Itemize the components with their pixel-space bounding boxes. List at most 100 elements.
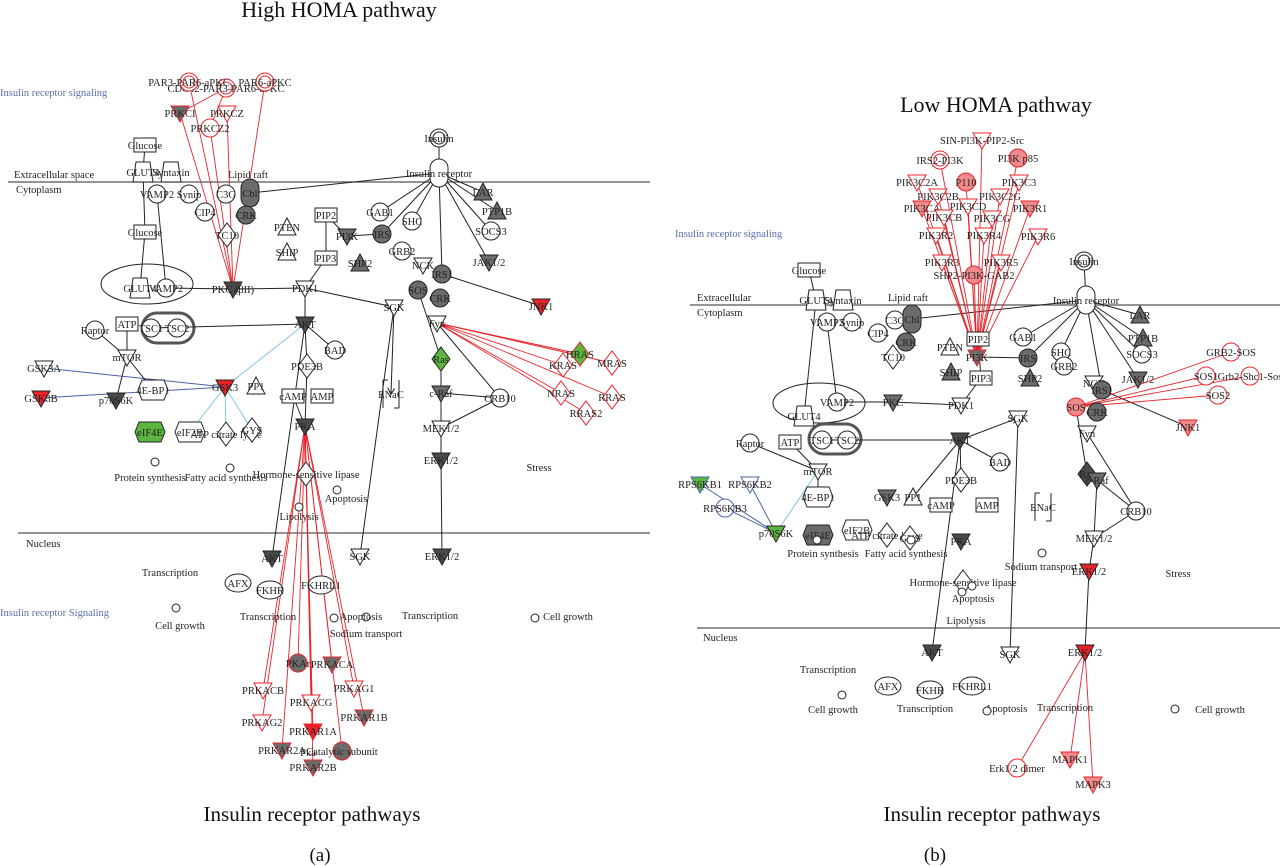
- node-shape: [430, 288, 450, 308]
- panel-a-node-tsc2: TSC2: [165, 318, 189, 338]
- node-label: PIK3R4: [967, 231, 1002, 242]
- panel-b-compartment-lipid-raft: Lipid raft: [888, 293, 928, 304]
- panel-b-edge: [959, 418, 1018, 441]
- node-label: CRK: [235, 211, 257, 222]
- node-shape: [432, 264, 452, 284]
- node-shape: [479, 254, 499, 273]
- panel-a-node-prkar1b: PRKAR1B: [340, 709, 388, 728]
- node-shape: [216, 421, 236, 447]
- panel-b-node-insulin-receptor: Insulin receptor: [1053, 285, 1120, 315]
- panel-a-node-prkaca: PRKACA: [311, 656, 354, 675]
- node-shape-inner: [933, 153, 947, 167]
- node-shape: [958, 198, 978, 217]
- panel-b-edge: [824, 321, 838, 403]
- node-shape: [928, 188, 948, 207]
- panel-a-edge: [438, 459, 446, 557]
- process-endpoint-icon: [982, 706, 992, 716]
- node-shape: [805, 289, 827, 311]
- node-shape: [951, 533, 971, 552]
- node-shape: [297, 353, 317, 379]
- node-shape: [431, 346, 451, 372]
- process-endpoint-icon: [150, 457, 160, 467]
- panel-b-node-pik3r1: PIK3R1: [1013, 200, 1047, 219]
- node-shape: [1132, 344, 1152, 364]
- node-shape: [940, 336, 960, 356]
- node-shape: [200, 118, 220, 138]
- panel-a-node-prkag2: PRKAG2: [242, 714, 283, 733]
- node-shape: [740, 433, 760, 453]
- panel-a-node-pkar: PKAr: [286, 653, 311, 673]
- panel-b-node-pik3r2: PIK3R2: [919, 227, 953, 246]
- node-label: MAPK1: [1052, 755, 1088, 766]
- node-shape: [332, 741, 352, 761]
- panel-a-process-cell-growth: Cell growth: [543, 612, 594, 623]
- panel-a-node-synip: Synip: [177, 184, 201, 204]
- panel-b-node-pik3ca: PIK3CA: [904, 200, 941, 219]
- node-label: AKT: [261, 554, 283, 565]
- panel-b-node-mtor: mTOR: [804, 463, 832, 482]
- node-shape: [85, 320, 105, 340]
- node-label: PIK3R1: [1013, 204, 1047, 215]
- node-shape: [531, 298, 551, 317]
- panel-a-node-glucose: Glucose: [128, 224, 163, 240]
- node-label: Insulin: [424, 134, 454, 145]
- node-shape: [133, 137, 157, 153]
- node-label: PIK3C2B: [917, 192, 958, 203]
- node-label: NRAS: [547, 389, 575, 400]
- panel-b-edge: [1023, 299, 1087, 337]
- panel-b-node-pkc: PKC: [883, 394, 903, 413]
- panel-b-node-mek1-2: MEK1/2: [1076, 530, 1112, 549]
- panel-a-process-apoptosis: Apoptosis: [340, 612, 383, 623]
- node-label: SHIP: [276, 248, 299, 259]
- panel-b-edge: [893, 402, 962, 405]
- panel-b-node-sos: SOS: [1066, 397, 1086, 417]
- node-shape: [236, 205, 256, 225]
- panel-a-edge: [438, 172, 492, 232]
- node-shape: [808, 463, 828, 482]
- node-shape: [1196, 366, 1216, 386]
- node-shape: [1208, 385, 1228, 405]
- node-shape: [1076, 285, 1096, 315]
- panel-b-node-vamp2: VAMP2: [820, 392, 854, 412]
- panel-a-process-transcription: Transcription: [240, 612, 297, 623]
- panel-a-node-amp: AMP: [310, 388, 334, 404]
- node-label: RPS6KB3: [703, 504, 747, 515]
- panel-b-edge: [775, 470, 819, 534]
- panel-a-node-erk1-2: ERK1/2: [424, 452, 458, 471]
- node-shape: [382, 379, 400, 409]
- panel-a-node-prkacg: PRKACG: [290, 694, 333, 713]
- panel-a-node-pp1: PP1: [246, 375, 266, 395]
- panel-a-node-bad: BAD: [324, 340, 347, 360]
- node-shape: [473, 181, 493, 201]
- node-label: PIP3: [971, 374, 991, 385]
- node-shape: [1054, 356, 1074, 376]
- node-shape: [1083, 776, 1103, 795]
- node-label: ENaC: [378, 390, 404, 401]
- panel-b-node-mapk3: MAPK3: [1075, 776, 1111, 795]
- node-shape: [174, 421, 206, 443]
- node-label: PRKAG2: [242, 718, 283, 729]
- node-shape: [902, 304, 922, 334]
- node-label: IRS1: [1091, 386, 1113, 397]
- node-shape: [951, 467, 971, 493]
- node-label: PRKACA: [311, 660, 354, 671]
- node-shape: [982, 210, 1002, 229]
- panel-a-edge: [250, 172, 440, 193]
- node-label: c-Raf: [1085, 476, 1109, 487]
- node-label: Catalytic subunit: [306, 747, 378, 758]
- node-label: AFX: [227, 579, 248, 590]
- panel-a-node-socs3: SOCS3: [475, 221, 507, 241]
- panel-b-node-erk1-2: ERK1/2: [1068, 644, 1102, 663]
- node-shape: [432, 548, 452, 567]
- node-shape: [147, 184, 167, 204]
- panel-b-node-afx: AFX: [874, 676, 902, 696]
- node-shape: [156, 278, 176, 298]
- node-shape: [490, 388, 510, 408]
- panel-a-node-par6-apkc: PAR6-aPKC: [238, 72, 292, 92]
- panel-a-node-cip4: CIP4: [194, 202, 217, 222]
- panel-a-edge: [436, 322, 563, 365]
- node-label: PRKCZ: [210, 109, 244, 120]
- panel-b-node-sin-pi3k-pip2-src: SIN-PI3K-PIP2-Src: [940, 132, 1024, 151]
- node-label: VAMP2: [810, 318, 844, 329]
- panel-a-node-pten: PTEN: [274, 216, 301, 236]
